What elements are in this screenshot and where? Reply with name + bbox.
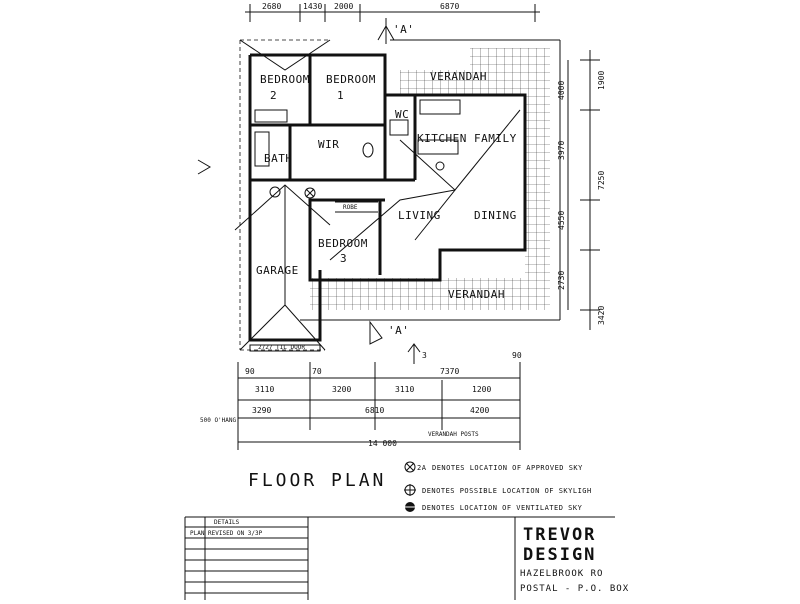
brand-line1: TREVOR [523,525,596,545]
verandah-posts-label: VERANDAH POSTS [428,431,479,438]
room-bath: BATH [264,152,293,165]
bottom-row2-dim-4: 1200 [472,385,491,394]
legend-item-possible-skylight: DENOTES POSSIBLE LOCATION OF SKYLIGH [404,484,592,496]
top-dim-1: 2680 [262,2,281,11]
legend-item-approved-skylight: 2A DENOTES LOCATION OF APPROVED SKY [404,461,583,473]
section-marker-top: 'A' [377,18,414,44]
bath-tub [254,131,270,167]
svg-text:DENOTES LOCATION OF VENTILATED: DENOTES LOCATION OF VENTILATED SKY [422,504,583,512]
bottom-row1-dim-3: 7370 [440,367,459,376]
overhang-label: 500 O'HANG [200,417,237,424]
right-dim-6: 3420 [597,306,606,325]
room-wc: WC [395,108,409,121]
verandah-right-tiles [525,70,550,310]
bedroom2-robe [254,109,288,123]
skylight-marker [304,187,316,199]
bottom-row3-dim-1: 3290 [252,406,271,415]
approved-skylight-icon [404,461,416,473]
verandah-corner-tiles [470,48,550,70]
bottom-row1-dim-2: 70 [312,367,322,376]
robe-label: ROBE [343,204,358,211]
room-dining: DINING [474,209,517,222]
top-dim-4: 6870 [440,2,459,11]
bottom-row2-dim-3: 3110 [395,385,414,394]
bottom-row2-dim-2: 3200 [332,385,351,394]
right-dim-5: 2730 [557,271,566,290]
garage-door [249,344,321,352]
right-dim-3: 4550 [557,211,566,230]
wc-cistern [389,119,409,136]
details-header: DETAILS [214,519,240,526]
brand-line2: DESIGN [523,545,596,565]
toilet [362,142,374,158]
right-dim-1: 4000 [557,81,566,100]
bottom-row3-dim-3: 4200 [470,406,489,415]
svg-text:DENOTES POSSIBLE LOCATION OF S: DENOTES POSSIBLE LOCATION OF SKYLIGH [422,487,592,495]
right-dim-4: 7250 [597,171,606,190]
room-verandah-top: VERANDAH [430,70,487,83]
bottom-row2-dim-1: 3110 [255,385,274,394]
svg-text:2A: 2A [417,464,427,472]
room-bedroom2-label: BEDROOM [260,73,310,86]
fixtures [249,99,461,352]
top-dim-3: 2000 [334,2,353,11]
bottom-row1-dim-4: 90 [512,351,522,360]
room-wir: WIR [318,138,339,151]
section-marker-bottom: 'A' [369,320,409,345]
details-note: PLAN REVISED ON 3/3P [190,530,263,537]
room-verandah-bottom: VERANDAH [448,288,505,301]
top-dim-2: 1430 [303,2,322,11]
right-dim-7: 1900 [597,71,606,90]
svg-text:'A': 'A' [388,324,409,337]
brand-address1: HAZELBROOK RO [520,569,603,579]
room-bedroom3-label: BEDROOM [318,237,368,250]
roof-lines [234,39,561,351]
brand-address2: POSTAL - P.O. BOX [520,584,629,594]
basin [269,186,281,198]
legend-item-ventilated-skylight: DENOTES LOCATION OF VENTILATED SKY [405,502,583,512]
entry-arrow-icon [197,159,211,175]
room-bedroom1-number: 1 [337,89,344,102]
top-dimension-line: 2680 1430 2000 6870 [245,2,540,22]
kitchen-sink [435,161,445,171]
svg-text:3: 3 [422,351,427,360]
bottom-row1-dim-1: 90 [245,367,255,376]
room-bedroom3-number: 3 [340,252,347,265]
room-garage: GARAGE [256,264,299,277]
svg-text:'A': 'A' [393,23,414,36]
kitchen-bench [419,99,461,115]
room-kitchen: KITCHEN [417,132,467,145]
bottom-dimension-lines: 90 70 7370 90 3110 3200 3110 1200 3290 6… [200,351,522,450]
total-length: 14 000 [368,439,397,448]
kitchen-island [417,139,459,155]
walls [248,53,527,342]
title-block: DETAILS PLAN REVISED ON 3/3P TREVOR DESI… [184,516,629,600]
room-living: LIVING [398,209,441,222]
floor-plan-title: FLOOR PLAN [248,470,386,491]
right-dim-2: 3970 [557,141,566,160]
room-family: FAMILY [474,132,517,145]
verandah-bottom-tiles [310,278,550,310]
right-dimension-line: 4000 3970 4550 7250 2730 3420 1900 [557,50,606,330]
room-bedroom1-label: BEDROOM [326,73,376,86]
room-bedroom2-number: 2 [270,89,277,102]
svg-text:DENOTES LOCATION OF APPROVED S: DENOTES LOCATION OF APPROVED SKY [432,464,583,472]
north-arrow-icon: 3 [407,343,427,364]
bottom-row3-dim-2: 6810 [365,406,384,415]
legend: 2A DENOTES LOCATION OF APPROVED SKY DENO… [404,461,592,512]
garage-door-label: 2727 TIL DOOR [258,344,305,351]
